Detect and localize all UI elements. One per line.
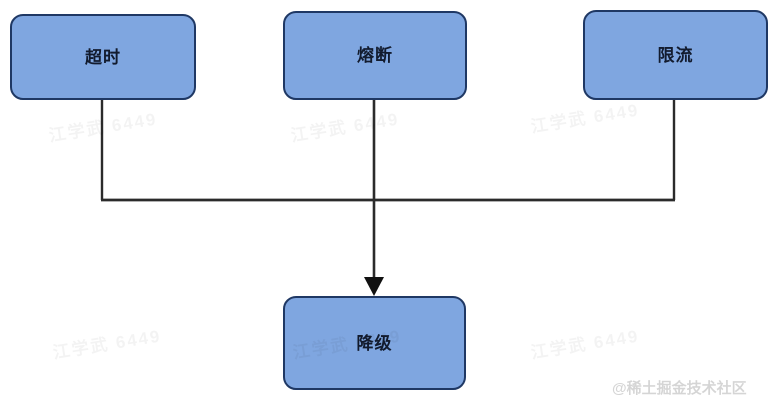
node-rate-limit-label: 限流 [657,45,694,65]
node-timeout-label: 超时 [85,47,121,67]
node-degrade[interactable]: 降级 [283,296,466,390]
node-degrade-label: 降级 [356,333,393,353]
node-timeout[interactable]: 超时 [10,14,196,100]
node-circuit-breaker-label: 熔断 [357,46,393,65]
node-circuit-breaker[interactable]: 熔断 [283,11,467,100]
node-rate-limit[interactable]: 限流 [583,10,768,100]
arrowhead-icon [364,277,384,296]
